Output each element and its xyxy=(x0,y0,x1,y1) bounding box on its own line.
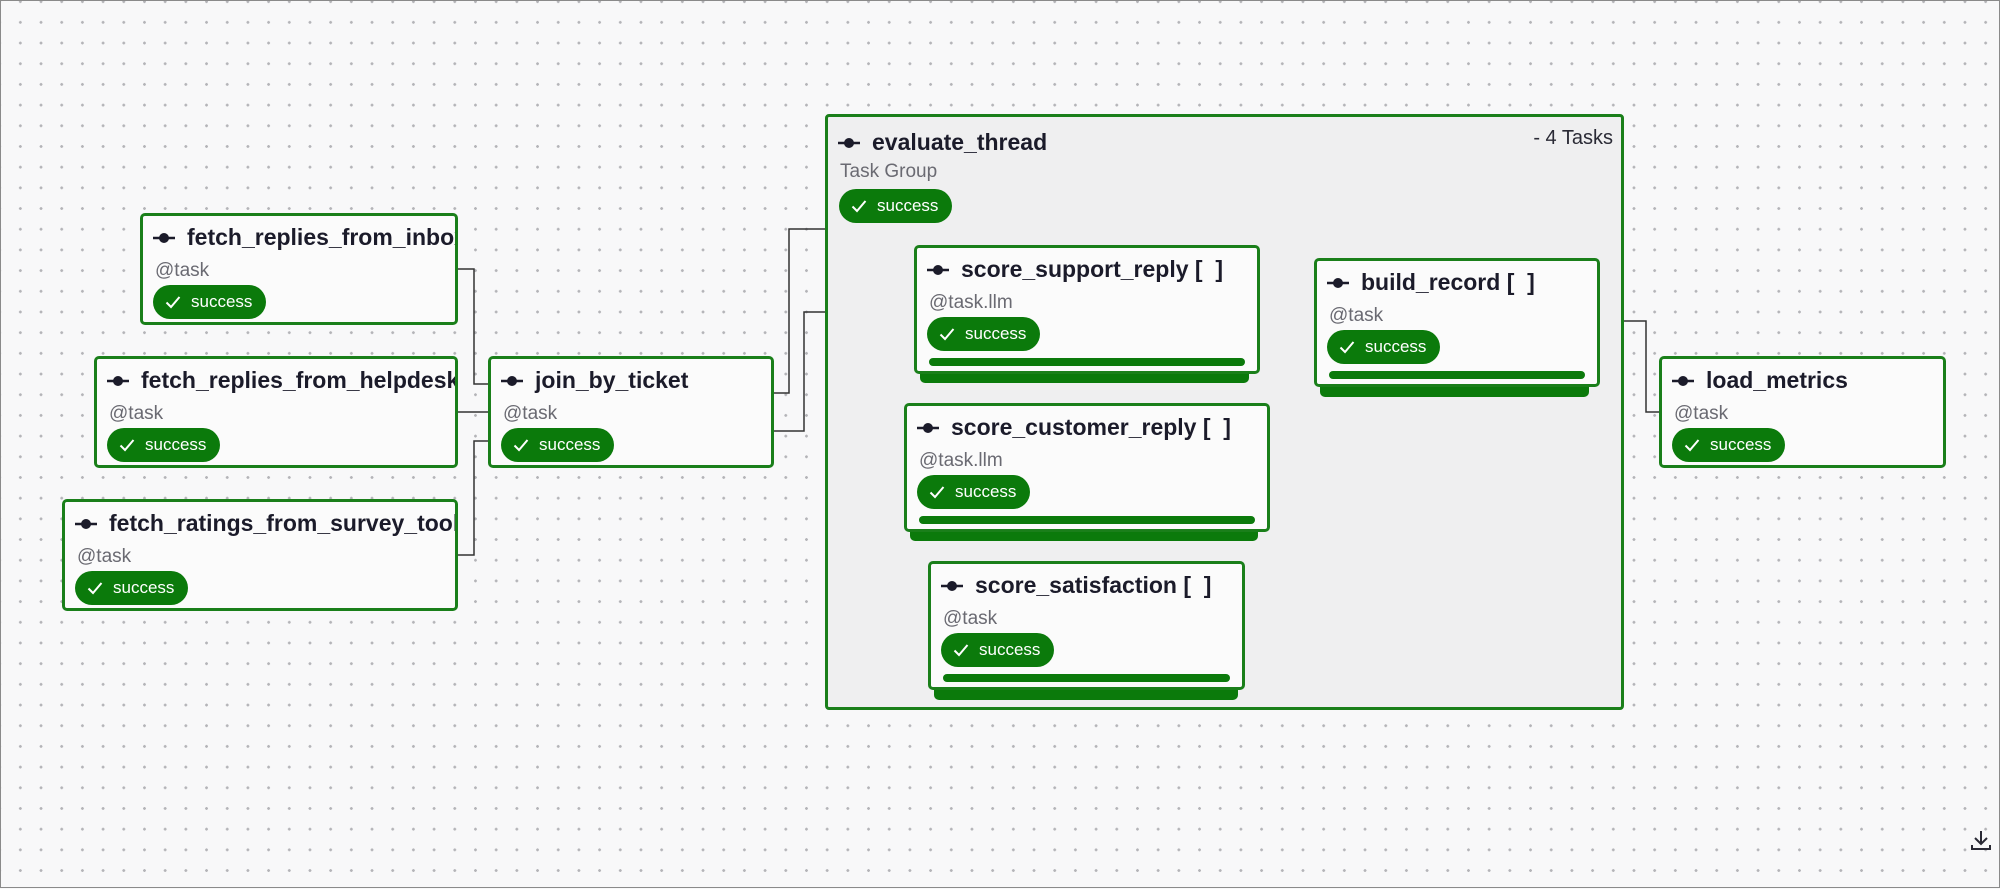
task-decorator: @task.llm xyxy=(929,292,1013,313)
task-node-fetch-replies-from-inbox[interactable]: fetch_replies_from_inbox @task success xyxy=(140,213,458,325)
status-label: success xyxy=(145,435,207,454)
check-icon xyxy=(1339,341,1355,354)
task-operator-icon xyxy=(838,135,860,151)
group-subtitle: Task Group xyxy=(840,161,938,182)
check-icon xyxy=(119,439,135,452)
task-decorator: @task xyxy=(503,403,558,424)
status-label: success xyxy=(113,578,175,597)
task-operator-icon xyxy=(941,578,963,594)
status-label: success xyxy=(955,482,1017,501)
task-operator-icon xyxy=(501,373,523,389)
status-badge: success xyxy=(927,317,1041,351)
task-node-join-by-ticket[interactable]: join_by_ticket @task success xyxy=(488,356,774,468)
status-label: success xyxy=(1710,435,1772,454)
task-node-load-metrics[interactable]: load_metrics @task success xyxy=(1659,356,1946,468)
download-icon xyxy=(1971,831,1991,850)
check-icon xyxy=(513,439,529,452)
status-label: success xyxy=(965,324,1027,343)
task-operator-icon xyxy=(917,420,939,436)
check-icon xyxy=(953,644,969,657)
status-badge: success xyxy=(1672,428,1786,462)
status-label: success xyxy=(191,292,253,311)
task-decorator: @task xyxy=(943,608,998,629)
task-node-fetch-ratings-from-survey-tool[interactable]: fetch_ratings_from_survey_tool @task suc… xyxy=(62,499,458,611)
task-name: score_customer_reply [ ] xyxy=(951,414,1231,440)
task-name: fetch_replies_from_helpdesk xyxy=(141,367,458,393)
group-task-count: - 4 Tasks xyxy=(1533,127,1613,149)
status-badge: success xyxy=(153,285,267,319)
task-name: score_satisfaction [ ] xyxy=(975,572,1212,598)
check-icon xyxy=(87,582,103,595)
task-node-build-record[interactable]: build_record [ ] @task success xyxy=(1314,258,1600,387)
task-decorator: @task.llm xyxy=(919,450,1003,471)
task-operator-icon xyxy=(75,516,97,532)
status-label: success xyxy=(1365,337,1427,356)
status-badge: success xyxy=(501,428,615,462)
check-icon xyxy=(929,486,945,499)
status-badge: success xyxy=(917,475,1031,509)
status-badge: success xyxy=(1327,330,1441,364)
task-decorator: @task xyxy=(1674,403,1729,424)
task-decorator: @task xyxy=(109,403,164,424)
task-operator-icon xyxy=(107,373,129,389)
progress-bar xyxy=(943,674,1230,682)
progress-bar xyxy=(929,358,1245,366)
group-status-label: success xyxy=(877,196,939,215)
task-name: fetch_replies_from_inbox xyxy=(187,224,458,250)
task-operator-icon xyxy=(1672,373,1694,389)
task-decorator: @task xyxy=(1329,305,1384,326)
check-icon xyxy=(939,328,955,341)
status-label: success xyxy=(979,640,1041,659)
task-node-score-support-reply[interactable]: score_support_reply [ ] @task.llm succes… xyxy=(914,245,1260,374)
task-decorator: @task xyxy=(77,546,132,567)
task-node-score-satisfaction[interactable]: score_satisfaction [ ] @task success xyxy=(928,561,1245,690)
check-icon xyxy=(851,200,867,213)
task-operator-icon xyxy=(153,230,175,246)
task-name: score_support_reply [ ] xyxy=(961,256,1224,282)
check-icon xyxy=(1684,439,1700,452)
status-badge: success xyxy=(107,428,221,462)
status-label: success xyxy=(539,435,601,454)
group-status-badge: success xyxy=(839,189,953,223)
progress-bar xyxy=(919,516,1255,524)
task-name: load_metrics xyxy=(1706,367,1848,393)
edge-inbox-join xyxy=(458,268,490,385)
task-operator-icon xyxy=(1327,275,1349,291)
task-name: build_record [ ] xyxy=(1361,269,1535,295)
progress-bar xyxy=(1329,371,1585,379)
task-node-fetch-replies-from-helpdesk[interactable]: fetch_replies_from_helpdesk @task succes… xyxy=(94,356,458,468)
status-badge: success xyxy=(941,633,1055,667)
task-decorator: @task xyxy=(155,260,210,281)
task-name: fetch_ratings_from_survey_tool xyxy=(109,510,458,536)
edge-survey-join xyxy=(458,440,490,556)
task-node-score-customer-reply[interactable]: score_customer_reply [ ] @task.llm succe… xyxy=(904,403,1270,532)
check-icon xyxy=(165,296,181,309)
status-badge: success xyxy=(75,571,189,605)
group-title: evaluate_thread xyxy=(872,129,1048,155)
task-name: join_by_ticket xyxy=(535,367,689,393)
task-operator-icon xyxy=(927,262,949,278)
download-button[interactable] xyxy=(1969,828,1993,857)
